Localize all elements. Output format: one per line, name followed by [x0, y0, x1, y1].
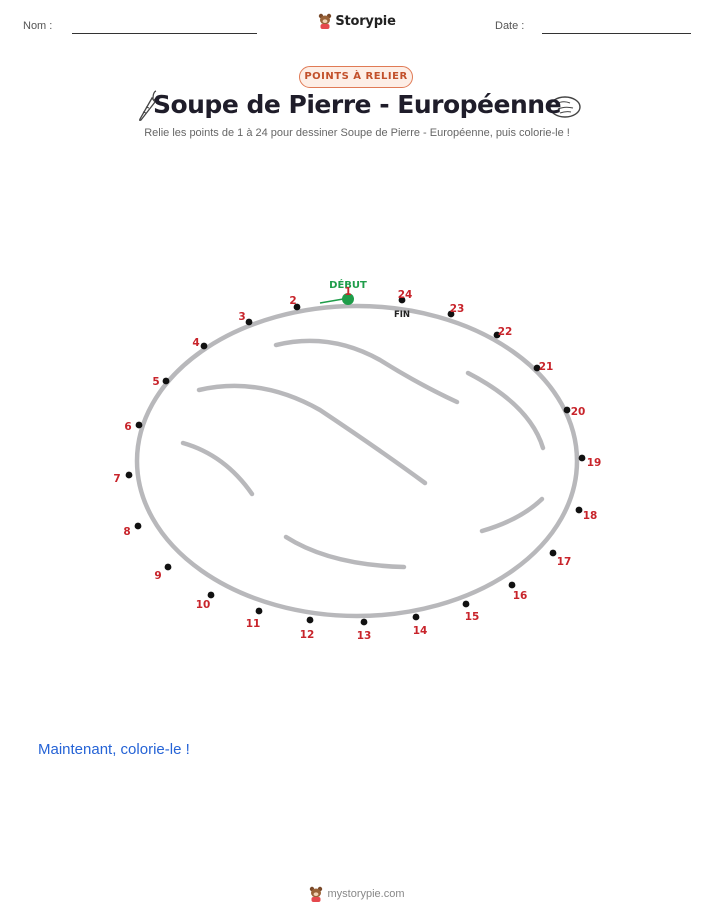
- carrot-icon: [139, 90, 162, 121]
- page-title: Soupe de Pierre - Européenne: [152, 90, 562, 119]
- dot-15[interactable]: [462, 600, 470, 608]
- dot-number-8: 8: [123, 526, 130, 538]
- brand-logo: Storypie: [0, 13, 714, 33]
- dot-17[interactable]: [549, 549, 557, 557]
- dot-19[interactable]: [578, 454, 586, 462]
- color-prompt: Maintenant, colorie-le !: [38, 741, 190, 758]
- brand-name: Storypie: [335, 13, 396, 29]
- dot-number-15: 15: [465, 611, 480, 623]
- dot-number-21: 21: [539, 361, 554, 373]
- dot-number-12: 12: [300, 629, 315, 641]
- dot-5[interactable]: [162, 377, 170, 385]
- start-dot[interactable]: [342, 293, 354, 305]
- dot-14[interactable]: [412, 613, 420, 621]
- dot-7[interactable]: [125, 471, 133, 479]
- start-label: DÉBUT: [329, 278, 367, 291]
- dot-number-3: 3: [238, 311, 245, 323]
- dot-number-6: 6: [124, 421, 131, 433]
- dot-number-14: 14: [413, 625, 428, 637]
- dot-9[interactable]: [164, 563, 172, 571]
- dot-number-24: 24: [398, 289, 413, 301]
- dot-20[interactable]: [563, 406, 571, 414]
- dot-number-19: 19: [587, 457, 602, 469]
- end-label: FIN: [394, 310, 410, 320]
- dot-18[interactable]: [575, 506, 583, 514]
- instructions: Relie les points de 1 à 24 pour dessiner…: [144, 127, 570, 139]
- dot-13[interactable]: [360, 618, 368, 626]
- dot-2[interactable]: [293, 303, 301, 311]
- dot-11[interactable]: [255, 607, 263, 615]
- stone-outline: [134, 303, 580, 619]
- dot-23[interactable]: [447, 310, 455, 318]
- name-line[interactable]: [72, 33, 257, 34]
- dot-number-17: 17: [557, 556, 572, 568]
- dot-number-13: 13: [357, 630, 372, 642]
- dot-number-7: 7: [113, 473, 120, 485]
- name-label: Nom :: [23, 20, 53, 32]
- dot-number-18: 18: [583, 510, 598, 522]
- activity-badge: POINTS À RELIER: [299, 66, 413, 88]
- dot-4[interactable]: [200, 342, 208, 350]
- dot-10[interactable]: [207, 591, 215, 599]
- dot-number-10: 10: [196, 599, 211, 611]
- stone-icon: [549, 96, 581, 118]
- dot-6[interactable]: [135, 421, 143, 429]
- dot-8[interactable]: [134, 522, 142, 530]
- dot-24[interactable]: [398, 296, 406, 304]
- dot-number-23: 23: [450, 303, 465, 315]
- dot-21[interactable]: [533, 364, 541, 372]
- dot-number-2: 2: [289, 295, 296, 307]
- bear-icon: [310, 886, 323, 902]
- dot-number-11: 11: [246, 618, 261, 630]
- dot-number-16: 16: [513, 590, 528, 602]
- stone-texture-strokes: [180, 338, 546, 570]
- dot-number-9: 9: [154, 570, 161, 582]
- dot-number-4: 4: [192, 337, 199, 349]
- footer: mystorypie.com: [0, 886, 714, 906]
- dot-number-20: 20: [571, 406, 586, 418]
- dot-12[interactable]: [306, 616, 314, 624]
- dot-3[interactable]: [245, 318, 253, 326]
- dot-22[interactable]: [493, 331, 501, 339]
- dot-16[interactable]: [508, 581, 516, 589]
- dot-number-1: 1: [344, 286, 351, 298]
- bear-icon: [319, 13, 332, 29]
- dot-number-22: 22: [498, 326, 513, 338]
- date-label: Date :: [495, 20, 525, 32]
- dot-number-5: 5: [152, 376, 159, 388]
- date-line[interactable]: [542, 33, 691, 34]
- footer-site: mystorypie.com: [327, 888, 405, 900]
